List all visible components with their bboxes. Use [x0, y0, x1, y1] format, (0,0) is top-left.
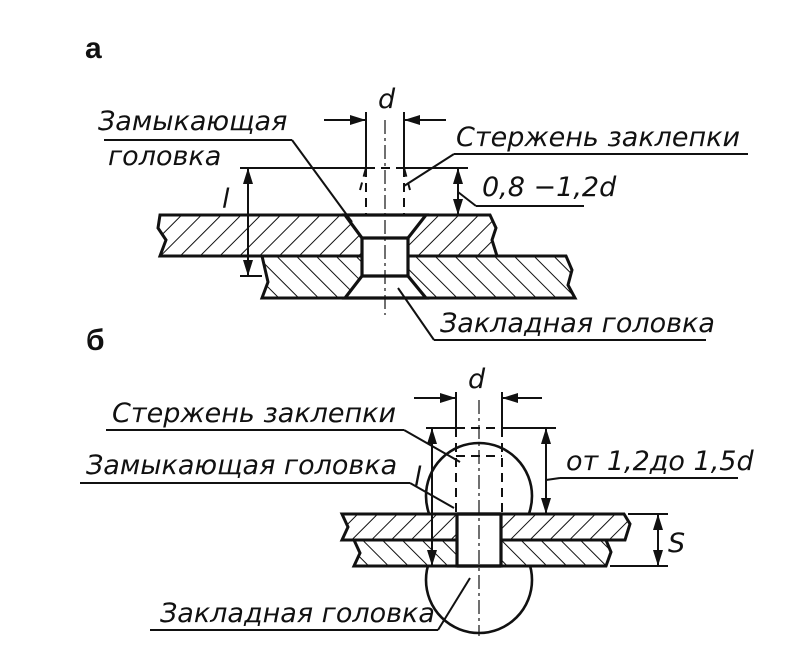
dim-b-d: d — [468, 364, 486, 395]
dim-a-d: d — [378, 84, 396, 115]
section-b-label: б — [86, 324, 105, 357]
label-a-closing-head-2: головка — [108, 141, 221, 172]
label-b-rivet-shank: Стержень заклепки — [112, 398, 396, 429]
label-b-embedded-head: Закладная головка — [160, 598, 435, 629]
section-a-label: а — [85, 32, 102, 65]
rivet-a-shank-dashed — [359, 167, 411, 214]
dim-a-protrusion: 0,8 −1,2d — [482, 172, 617, 203]
dim-b-l: l — [414, 462, 422, 493]
plate-a-bottom — [259, 254, 578, 300]
label-a-closing-head-1: Замыкающая — [98, 106, 287, 137]
label-a-embedded-head: Закладная головка — [440, 308, 715, 339]
dim-a-l: l — [222, 184, 230, 215]
label-a-rivet-shank: Стержень заклепки — [456, 122, 740, 153]
dim-b-protrusion: от 1,2до 1,5d — [566, 446, 754, 477]
label-b-closing-head: Замыкающая головка — [86, 450, 397, 481]
plate-a-top — [156, 213, 500, 258]
dim-b-s: S — [668, 528, 685, 559]
